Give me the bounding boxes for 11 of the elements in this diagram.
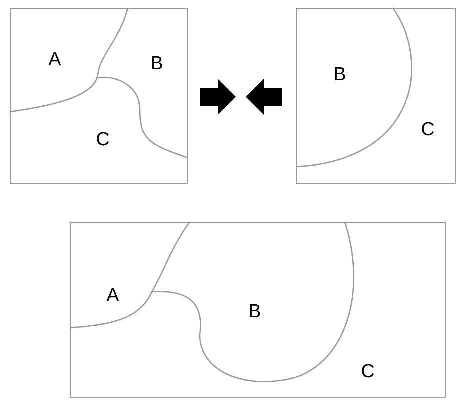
map-panel — [10, 8, 188, 184]
region-label: B — [334, 66, 346, 84]
region-label: C — [421, 120, 435, 140]
region-label: B — [150, 54, 164, 74]
map-panel — [70, 222, 446, 398]
region-label: A — [48, 50, 62, 70]
region-label: A — [106, 286, 120, 306]
map-panel — [296, 8, 456, 184]
region-label: C — [361, 362, 375, 382]
region-label: C — [96, 130, 110, 150]
region-label: B — [248, 302, 262, 322]
